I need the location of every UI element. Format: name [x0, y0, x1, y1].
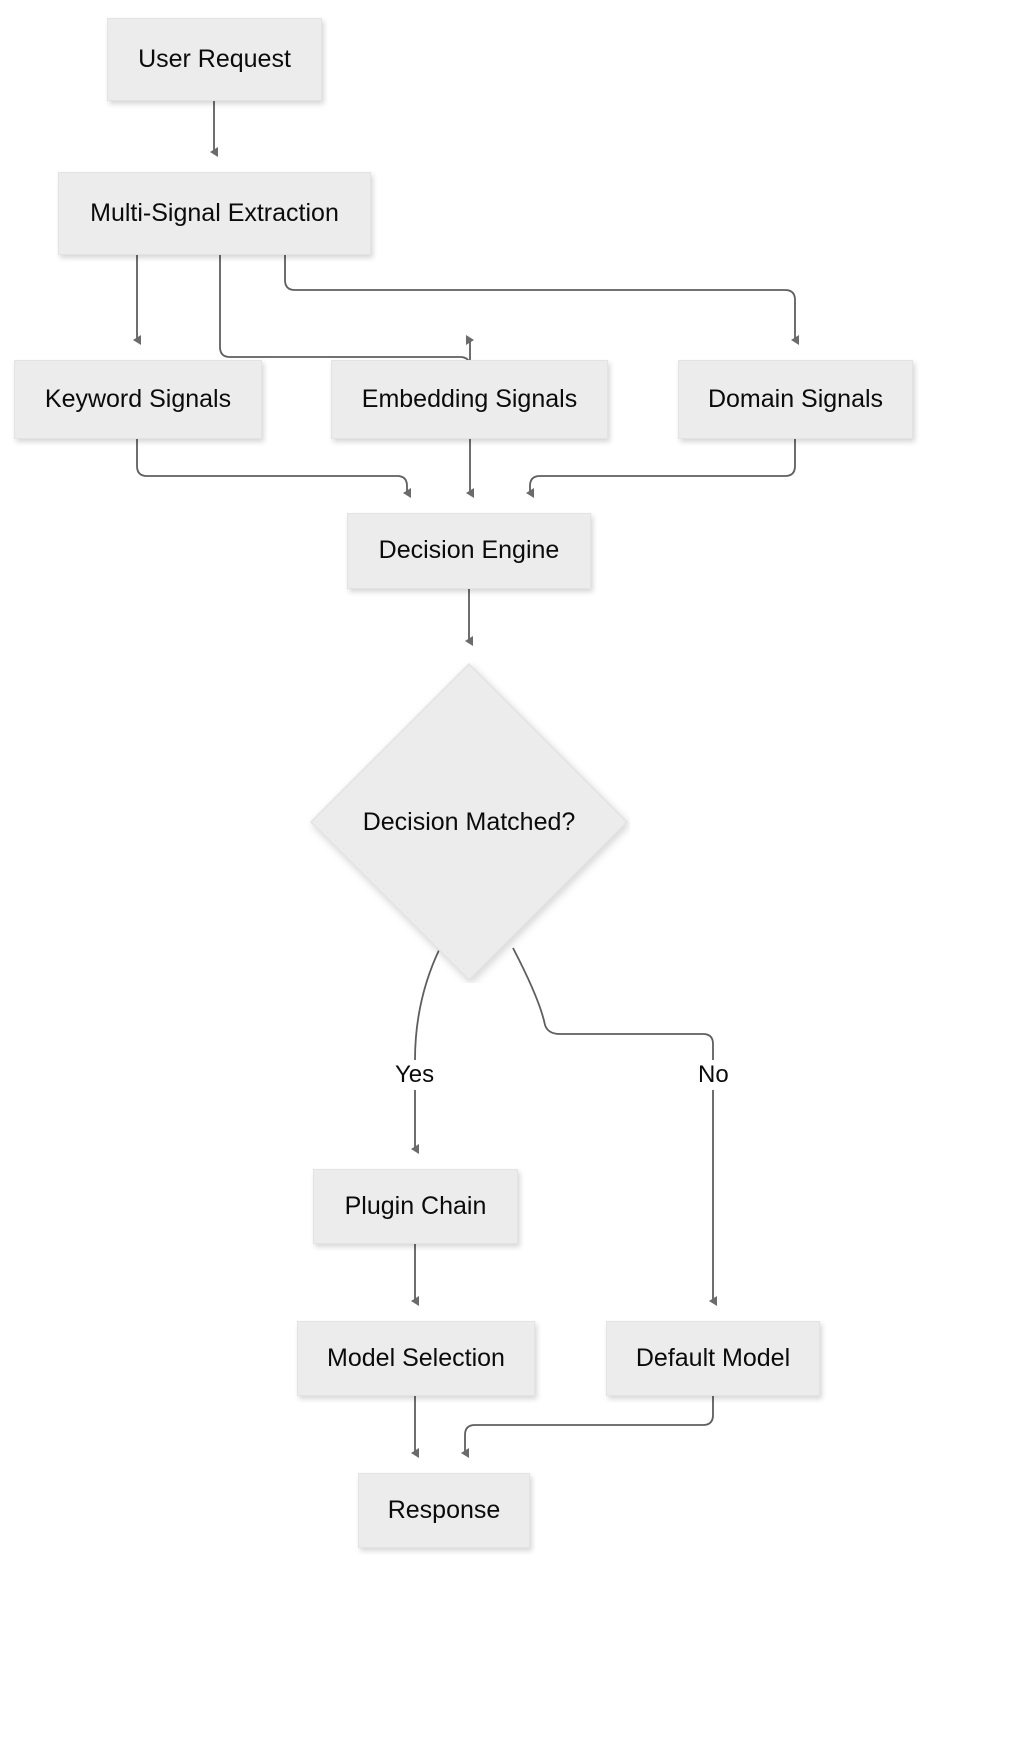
edge-decision-matched-to-default-model	[512, 947, 717, 1306]
node-default-model-label: Default Model	[635, 1343, 791, 1372]
node-decision-matched[interactable]: Decision Matched?	[308, 661, 630, 983]
edge-decision-matched-to-plugin-chain	[411, 947, 441, 1154]
node-embedding-signals[interactable]: Embedding Signals	[331, 360, 608, 439]
node-model-selection[interactable]: Model Selection	[297, 1321, 535, 1396]
edge-multi-signal-extraction-to-domain-signals	[284, 255, 799, 345]
node-user-request-label: User Request	[138, 44, 291, 73]
edge-keyword-signals-to-decision-engine	[136, 439, 411, 498]
node-multi-signal-extraction-label: Multi-Signal Extraction	[90, 198, 339, 227]
node-domain-signals[interactable]: Domain Signals	[678, 360, 913, 439]
edge-default-model-to-response	[461, 1396, 714, 1458]
node-domain-signals-label: Domain Signals	[707, 384, 884, 413]
edge-label-yes: Yes	[390, 1060, 440, 1090]
node-response-label: Response	[387, 1495, 501, 1524]
node-default-model[interactable]: Default Model	[606, 1321, 820, 1396]
node-user-request[interactable]: User Request	[107, 18, 322, 101]
node-response[interactable]: Response	[358, 1473, 530, 1548]
node-embedding-signals-label: Embedding Signals	[361, 384, 578, 413]
node-plugin-chain[interactable]: Plugin Chain	[313, 1169, 518, 1244]
node-plugin-chain-label: Plugin Chain	[344, 1191, 487, 1220]
edge-label-no: No	[693, 1060, 734, 1090]
edge-domain-signals-to-decision-engine	[526, 439, 796, 498]
node-decision-engine[interactable]: Decision Engine	[347, 513, 591, 589]
node-decision-matched-label: Decision Matched?	[362, 807, 576, 836]
node-decision-engine-label: Decision Engine	[378, 536, 560, 565]
node-multi-signal-extraction[interactable]: Multi-Signal Extraction	[58, 172, 371, 255]
diamond-shape	[309, 662, 629, 982]
node-model-selection-label: Model Selection	[327, 1343, 505, 1372]
edge-multi-signal-extraction-to-embedding-signals	[219, 255, 474, 368]
node-keyword-signals-label: Keyword Signals	[44, 384, 232, 413]
node-keyword-signals[interactable]: Keyword Signals	[14, 360, 262, 439]
